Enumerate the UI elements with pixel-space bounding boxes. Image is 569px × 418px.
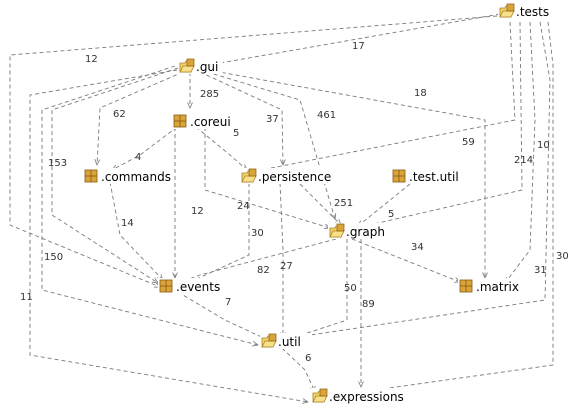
edge-count-tests-to-expressions: 30: [556, 251, 569, 262]
edge-coreui-to-persistence: [195, 126, 247, 170]
edge-graph-to-matrix: [351, 238, 460, 282]
package-label-gui: .gui: [196, 60, 218, 74]
edge-count-gui-to-graph: 461: [317, 110, 336, 121]
package-node-testutil[interactable]: .test.util: [391, 168, 479, 184]
edge-tests-to-expressions: [325, 21, 554, 397]
edge-count-gui-to-matrix: 18: [414, 88, 427, 99]
package-label-events: .events: [176, 280, 220, 294]
edge-count-coreui-to-graph: 24: [237, 201, 250, 212]
edge-count-graph-to-events: 82: [257, 265, 270, 276]
edge-count-tests-to-gui: 17: [352, 41, 365, 52]
edge-tests-to-persistence: [246, 21, 516, 173]
package-icon: [84, 169, 98, 183]
edge-count-persistence-to-util: 27: [280, 261, 293, 272]
edge-gui-to-util: [41, 65, 258, 345]
edge-count-graph-to-matrix: 34: [411, 242, 424, 253]
edge-tests-to-graph: [352, 21, 523, 229]
edge-count-tests-to-matrix: 10: [537, 140, 550, 151]
package-icon: [392, 169, 406, 183]
edge-commands-to-events: [109, 181, 163, 280]
folder-package-icon: [312, 388, 328, 403]
edge-count-tests-to-events: 12: [85, 54, 98, 65]
folder-package-icon: [329, 223, 345, 238]
edge-gui-to-expressions: [29, 69, 308, 402]
edge-persistence-to-graph: [299, 183, 341, 225]
folder-package-icon: [261, 333, 277, 348]
edge-count-gui-to-commands: 62: [113, 109, 126, 120]
package-icon: [459, 279, 473, 293]
edge-gui-to-matrix: [207, 69, 485, 278]
package-node-graph[interactable]: .graph: [328, 223, 388, 239]
package-label-util: .util: [278, 335, 301, 349]
edge-count-coreui-to-commands: 4: [135, 152, 141, 163]
package-node-gui[interactable]: .gui: [178, 58, 223, 74]
package-icon: [159, 279, 173, 293]
edge-count-gui-to-events: 153: [48, 158, 67, 169]
edge-count-gui-to-util: 150: [44, 252, 63, 263]
edge-tests-to-util: [277, 21, 551, 340]
edge-count-coreui-to-events: 12: [191, 206, 204, 217]
edge-count-events-to-util: 7: [225, 297, 231, 308]
package-label-tests: .tests: [516, 5, 549, 19]
edge-count-gui-to-coreui: 285: [200, 89, 219, 100]
edge-tests-to-matrix: [505, 21, 536, 283]
edge-count-persistence-to-events: 30: [251, 228, 264, 239]
package-node-coreui[interactable]: .coreui: [172, 113, 239, 129]
folder-package-icon: [499, 3, 515, 18]
edge-gui-to-graph: [206, 71, 335, 219]
edge-count-tests-to-graph: 214: [514, 155, 533, 166]
edge-graph-to-util: [286, 239, 348, 340]
package-node-persistence[interactable]: .persistence: [240, 168, 343, 184]
edge-testutil-to-graph: [358, 183, 411, 226]
edge-count-persistence-to-graph: 251: [334, 198, 353, 209]
edge-persistence-to-util: [279, 182, 283, 338]
package-label-graph: .graph: [346, 225, 385, 239]
edge-gui-to-persistence: [199, 71, 283, 165]
package-nodes: .tests .gui .coreui .commands .persistence .t…: [83, 3, 558, 404]
folder-package-icon: [179, 58, 195, 73]
package-icon: [173, 114, 187, 128]
edge-coreui-to-graph: [204, 127, 330, 228]
edge-coreui-to-commands: [112, 126, 178, 170]
dependency-count-labels: 17 12 59 214 10 31 30 285 62 37 461 18 153 150 11 4 5 24 1…: [20, 41, 569, 364]
package-node-expressions[interactable]: .expressions: [311, 388, 414, 404]
edge-events-to-util: [177, 291, 268, 340]
edge-count-commands-to-events: 14: [121, 218, 134, 229]
edge-util-to-expressions: [281, 347, 315, 392]
edge-count-tests-to-persistence: 59: [462, 137, 475, 148]
edge-tests-to-gui: [203, 13, 501, 66]
edge-count-tests-to-util: 31: [534, 265, 547, 276]
package-node-matrix[interactable]: .matrix: [458, 278, 525, 294]
edge-tests-to-events: [9, 15, 498, 287]
edge-persistence-to-events: [188, 183, 250, 283]
package-label-expressions: .expressions: [329, 390, 404, 404]
edge-count-util-to-expressions: 6: [305, 353, 311, 364]
edge-gui-to-events: [51, 67, 179, 283]
package-label-coreui: .coreui: [190, 115, 231, 129]
edge-count-gui-to-expressions: 11: [20, 292, 33, 303]
edge-count-graph-to-expressions: 89: [362, 299, 375, 310]
folder-package-icon: [241, 168, 257, 183]
package-label-persistence: .persistence: [258, 170, 331, 184]
package-label-testutil: .test.util: [409, 170, 459, 184]
package-label-matrix: .matrix: [476, 280, 519, 294]
package-node-util[interactable]: .util: [260, 333, 312, 349]
package-node-events[interactable]: .events: [158, 278, 225, 294]
edge-count-gui-to-persistence: 37: [266, 114, 279, 125]
edge-graph-to-events: [178, 238, 337, 283]
package-label-commands: .commands: [101, 170, 171, 184]
package-node-tests[interactable]: .tests: [498, 3, 558, 19]
edge-count-graph-to-util: 50: [344, 283, 357, 294]
edge-gui-to-commands: [97, 71, 184, 165]
dependency-edges: [9, 13, 554, 402]
edge-count-coreui-to-persistence: 5: [233, 128, 239, 139]
package-node-commands[interactable]: .commands: [83, 168, 171, 184]
edge-count-testutil-to-graph: 5: [388, 209, 394, 220]
